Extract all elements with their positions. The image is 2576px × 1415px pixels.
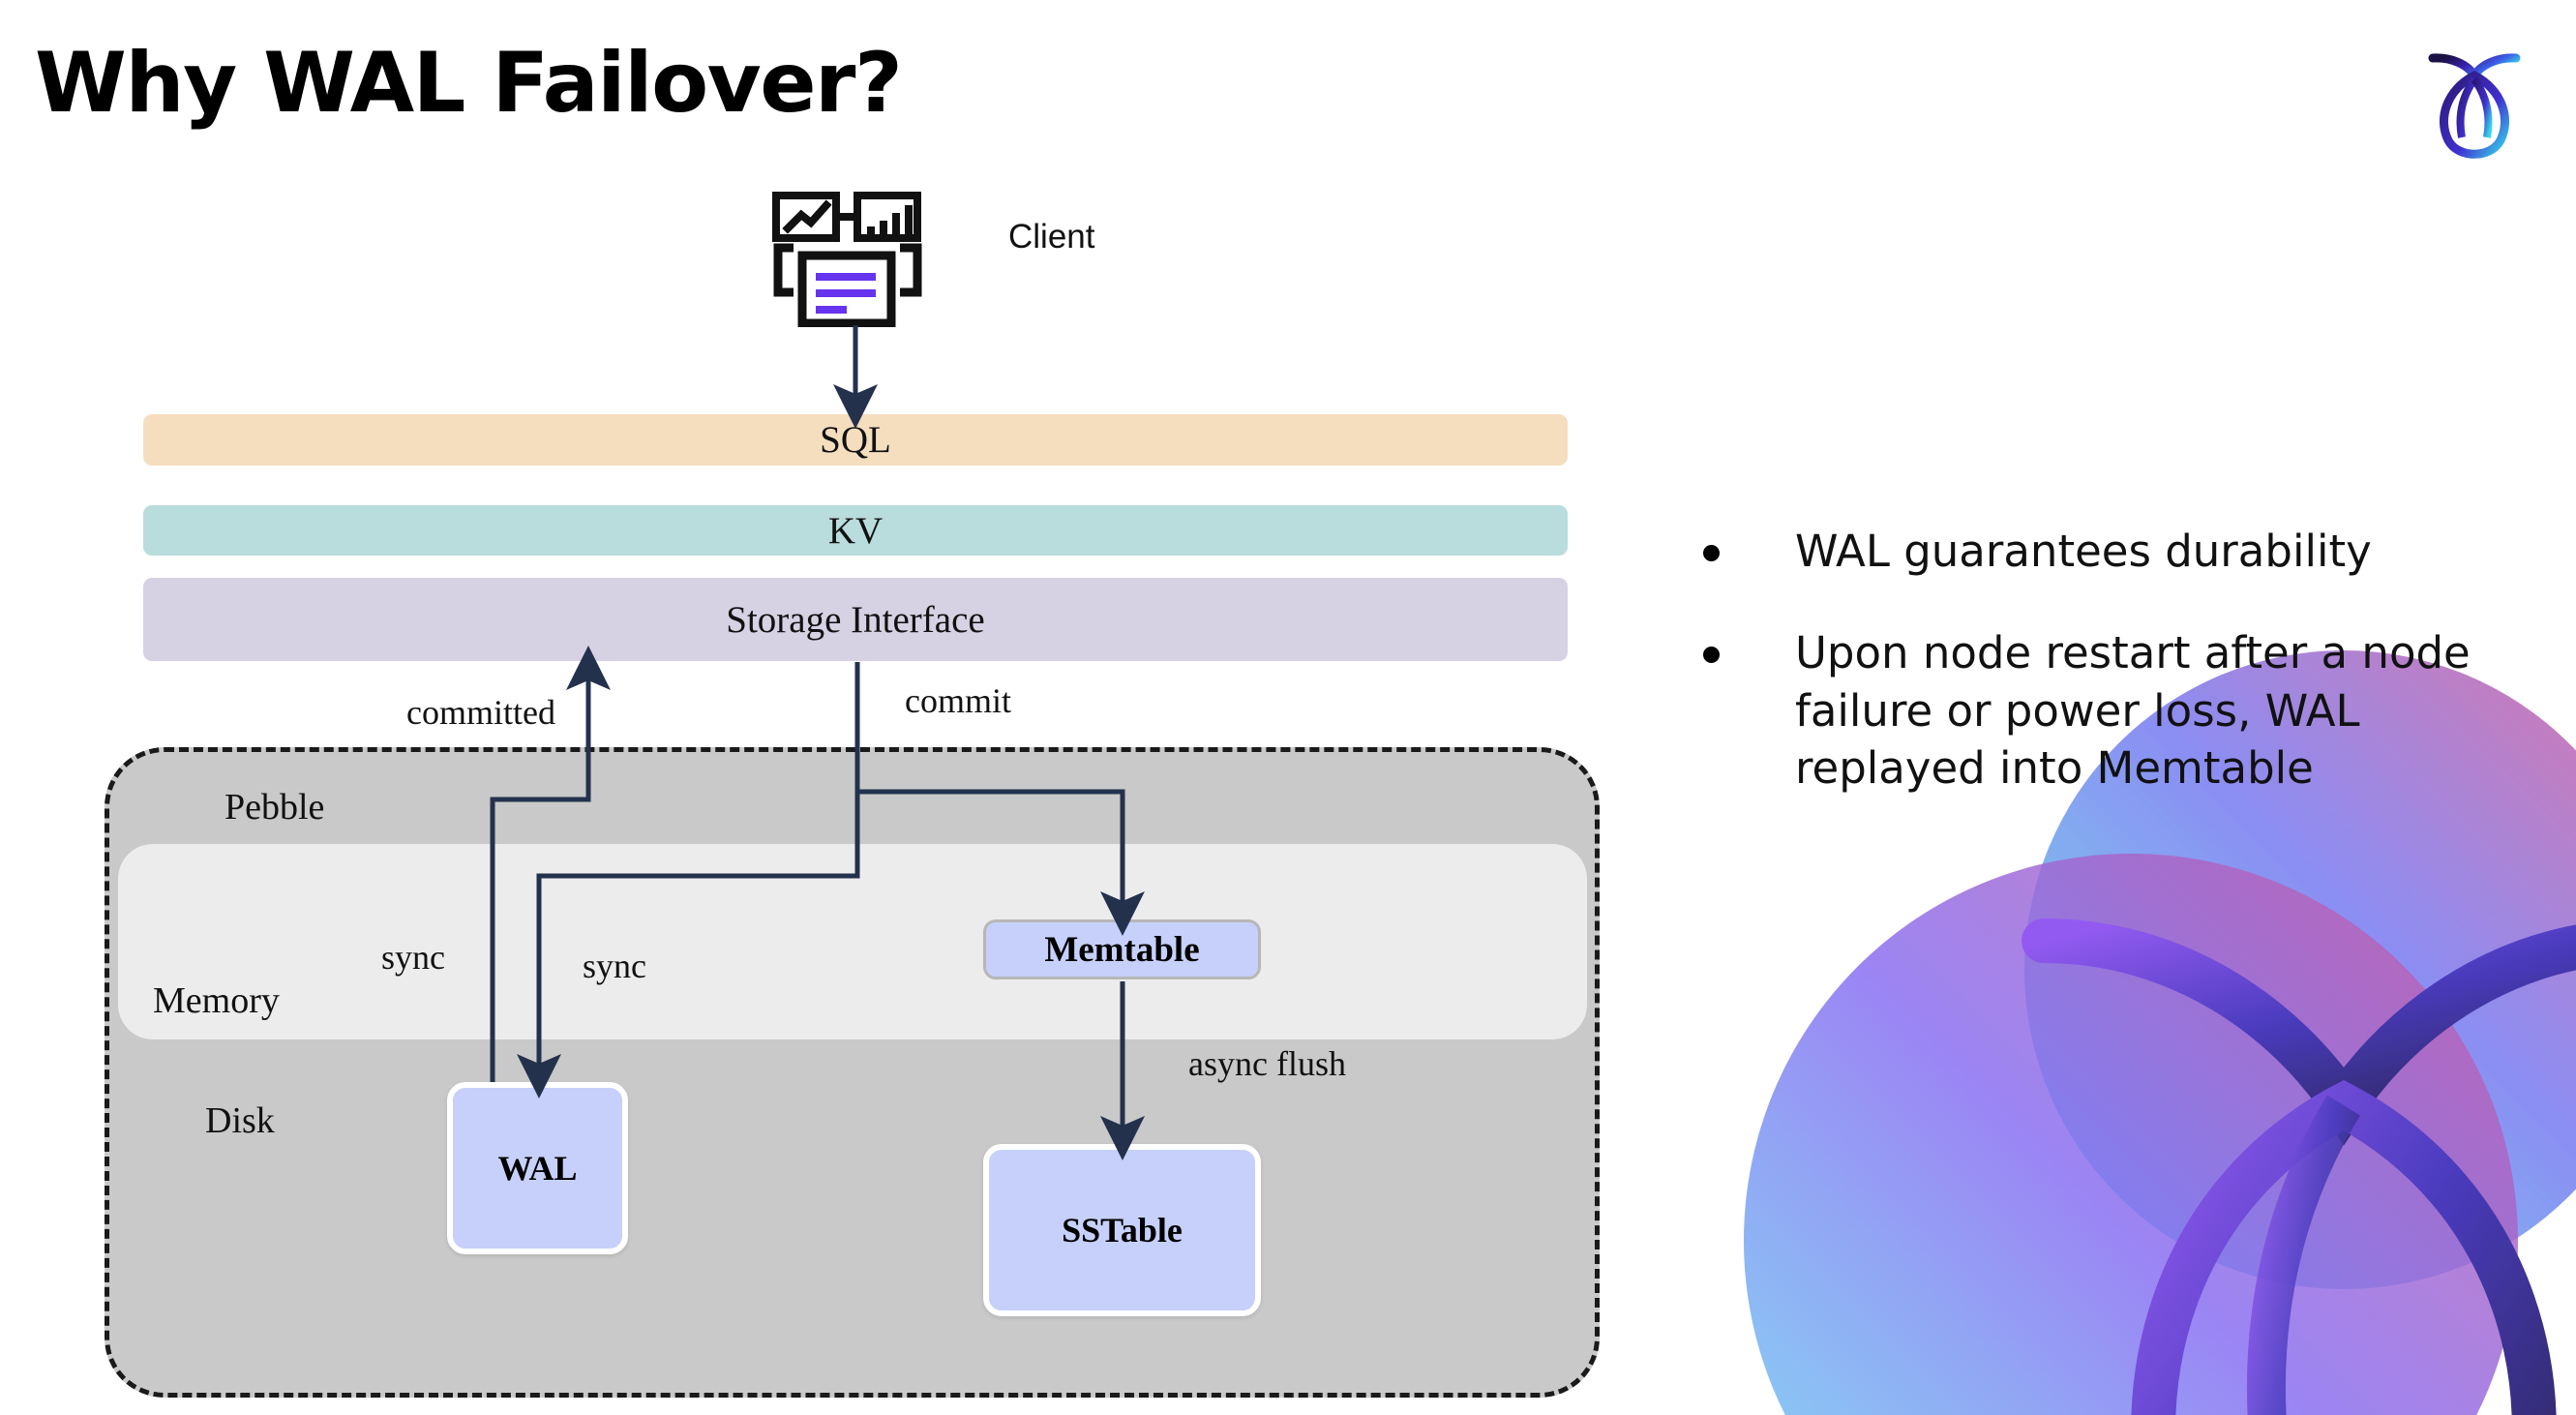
bullet-dot-icon [1703,545,1720,561]
edge-label-commit: commit [905,681,1011,720]
cockroachdb-logo-icon [2428,53,2521,159]
bullet-text: WAL guarantees durability [1795,526,2372,577]
architecture-diagram: Client SQL KV Storage Interface Pebble M… [105,192,1600,1398]
edge-label-async-flush: async flush [1188,1044,1346,1083]
layer-label-sql: SQL [820,419,891,461]
bullet-list: WAL guarantees durability Upon node rest… [1703,523,2516,842]
client-label: Client [1008,218,1095,256]
layer-label-storage: Storage Interface [726,598,985,641]
node-label-sstable: SSTable [1062,1211,1183,1249]
bullet-dot-icon [1703,647,1720,664]
layer-label-kv: KV [827,509,884,552]
layer-bar-sql: SQL [143,414,1568,466]
disk-label: Disk [205,1100,275,1141]
node-memtable: Memtable [983,919,1261,979]
memory-region [118,844,1587,1039]
client-dashboard-icon [772,192,922,327]
memory-label: Memory [153,980,280,1021]
pebble-label: Pebble [225,787,325,828]
node-label-memtable: Memtable [1044,929,1200,970]
edge-label-sync-left: sync [381,938,445,977]
page-title: Why WAL Failover? [35,35,903,132]
layer-bar-kv: KV [143,505,1568,556]
layer-bar-storage: Storage Interface [143,578,1568,661]
edge-label-committed: committed [406,693,555,732]
edge-label-sync-right: sync [583,947,646,985]
list-item: WAL guarantees durability [1703,523,2516,580]
node-label-wal: WAL [497,1149,578,1188]
list-item: Upon node restart after a node failure o… [1703,624,2516,797]
bullet-text: Upon node restart after a node failure o… [1795,627,2471,795]
node-sstable: SSTable [983,1144,1261,1316]
node-wal: WAL [447,1082,628,1254]
